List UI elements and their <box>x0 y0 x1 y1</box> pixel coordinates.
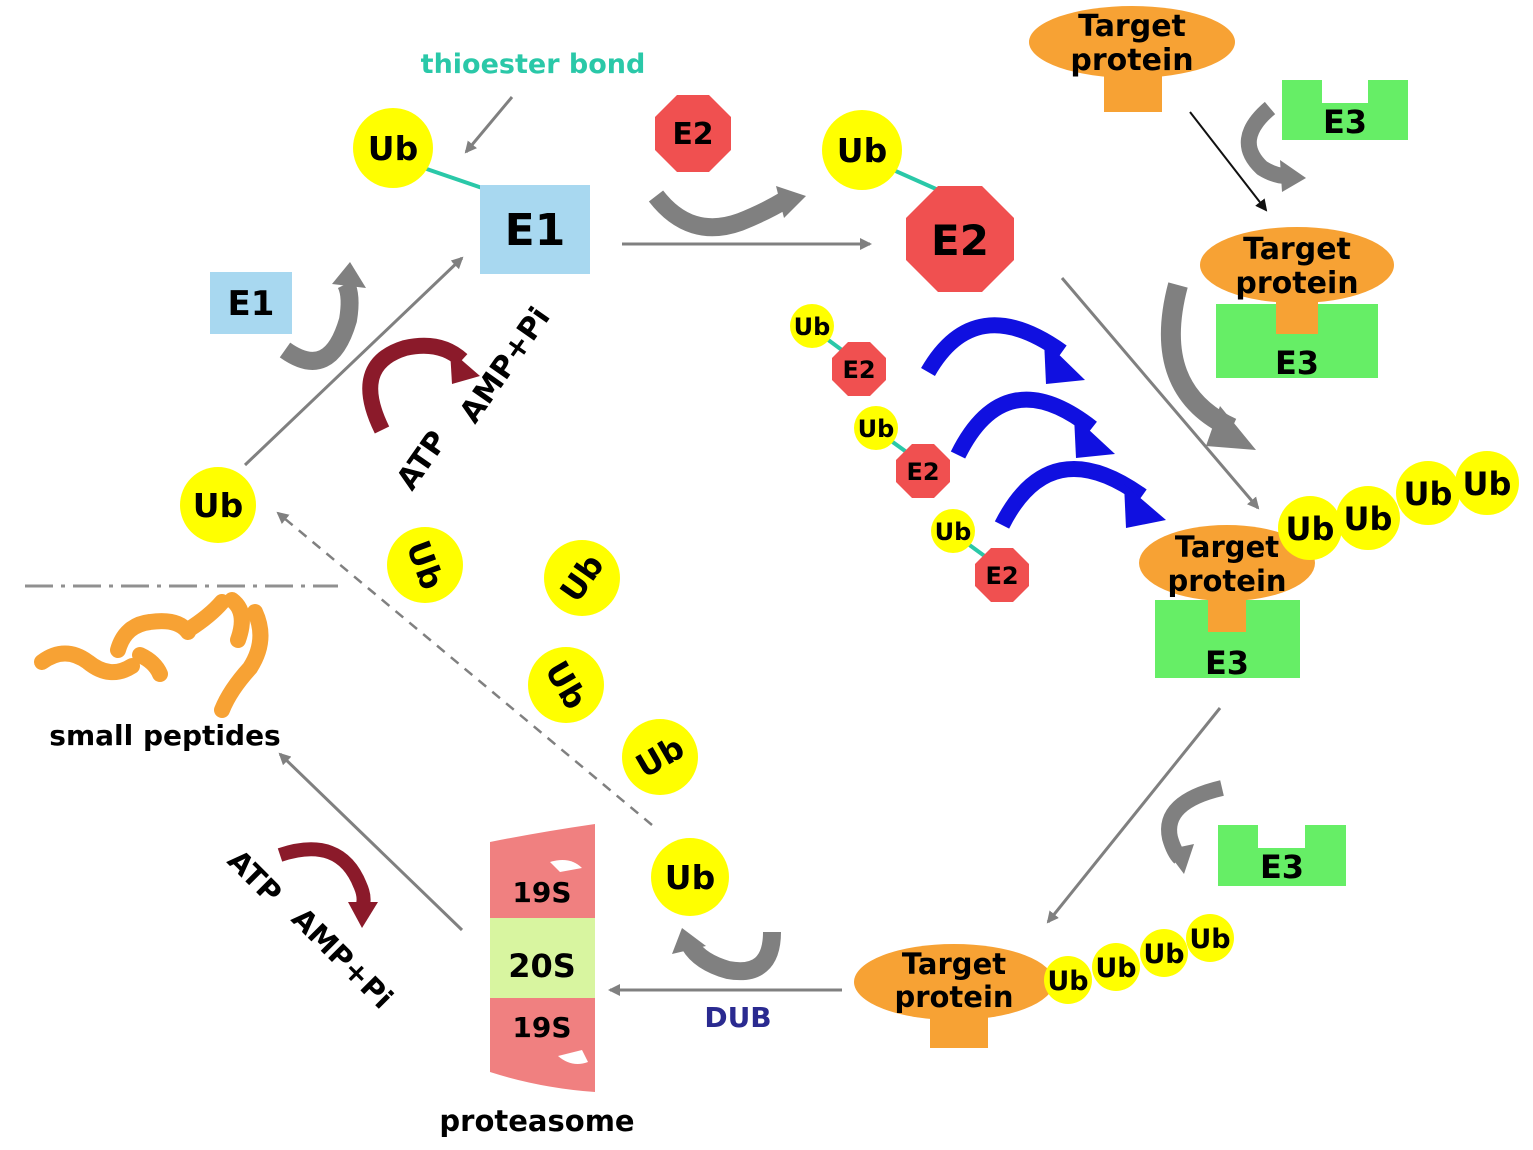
e2-enzyme-main-label: E2 <box>931 216 989 265</box>
ub-e2-pair-1-ub-label: Ub <box>794 313 831 341</box>
arrow-target-to-e3-complex <box>1189 111 1268 212</box>
curved-arrow-dub-icon <box>672 928 781 981</box>
arrow-e2-to-complex <box>1060 277 1260 510</box>
target-protein-free: Target protein <box>1029 6 1235 112</box>
ub-released-dub <box>651 838 729 916</box>
blue-arrow-2-icon <box>950 391 1115 459</box>
ub-e2-pair-1: Ub E2 <box>790 304 886 396</box>
ub-on-e1-label: Ub <box>368 129 418 168</box>
polyub-complex-line1: Target <box>1175 530 1279 564</box>
thioester-bond-e1 <box>417 164 489 192</box>
arrow-complex-to-polyub-target <box>1046 707 1222 924</box>
proteasome-20s-label: 20S <box>508 947 576 985</box>
atp-label-activation: ATP <box>390 425 455 497</box>
e1-enzyme-main <box>480 185 590 274</box>
ub-free-left <box>180 467 256 543</box>
target-e3-complex-e3-label: E3 <box>1275 344 1319 382</box>
ub-e2-pair-3-e2-label: E2 <box>985 562 1018 590</box>
small-peptides-icon <box>34 592 269 718</box>
polyub-complex-ub-1: Ub <box>1286 510 1335 548</box>
ub-on-e2 <box>822 110 902 190</box>
polyub-target-ub-1: Ub <box>1047 966 1088 997</box>
curved-arrow-e2-loading-icon <box>648 186 806 237</box>
blue-arrow-3-icon <box>994 461 1166 529</box>
arrow-thioester-pointer <box>464 96 514 154</box>
ub-on-e1 <box>353 108 433 188</box>
polyub-target-ub-2: Ub <box>1095 953 1136 984</box>
curved-arrow-e3-binding-icon <box>1240 101 1306 192</box>
proteasome-19s-bottom-label: 19S <box>512 1011 571 1044</box>
e2-enzyme-free <box>655 95 731 172</box>
curved-arrow-e1-release-icon <box>279 262 366 370</box>
e1-enzyme-free-label: E1 <box>228 284 275 324</box>
dub-label: DUB <box>704 1001 771 1034</box>
ub-free-left-label: Ub <box>193 486 243 525</box>
thioester-bond-label: thioester bond <box>421 49 646 80</box>
polyub-target-line2: protein <box>894 980 1013 1014</box>
polyub-target-e3-complex: Target protein E3 Ub Ub Ub Ub <box>1139 451 1519 682</box>
polyub-complex-line2: protein <box>1167 564 1286 598</box>
atp-arrow-activation-icon <box>362 337 480 434</box>
e1-enzyme-free <box>210 272 292 334</box>
curved-arrow-ub-transfer-icon <box>1160 282 1256 450</box>
blue-arrow-1-icon <box>921 317 1085 384</box>
arrow-ub-to-e1 <box>243 256 464 467</box>
polyub-target-ub-4: Ub <box>1189 924 1230 955</box>
target-e3-complex: Target protein E3 <box>1200 227 1394 382</box>
target-protein-free-line1: Target <box>1078 9 1186 44</box>
polyub-complex-ub-4: Ub <box>1463 465 1512 503</box>
polyub-target-protein: Target protein Ub Ub Ub Ub <box>854 914 1234 1048</box>
e2-enzyme-free-label: E2 <box>672 117 713 152</box>
amp-label-activation: AMP+Pi <box>453 301 558 430</box>
ub-e2-pair-1-e2-label: E2 <box>842 356 875 384</box>
amp-label-degradation: AMP+Pi <box>285 901 400 1016</box>
target-e3-complex-line2: protein <box>1235 266 1358 301</box>
atp-label-degradation: ATP <box>221 843 288 910</box>
polyub-complex-e3-label: E3 <box>1205 644 1249 682</box>
e1-enzyme-main-label: E1 <box>505 205 566 256</box>
arrow-recycle-ub-dashed <box>276 511 653 826</box>
ub-e2-pair-2: Ub E2 <box>854 406 950 498</box>
polyub-complex-ub-3: Ub <box>1404 475 1453 513</box>
e3-ligase-released: E3 <box>1218 825 1346 886</box>
arrow-proteasome-to-peptides <box>278 752 464 932</box>
atp-arrow-degradation-icon <box>277 842 378 928</box>
target-e3-complex-line1: Target <box>1243 232 1351 267</box>
proteasome: 19S 20S 19S <box>490 824 595 1092</box>
ub-free-rotated-3: Ub <box>528 647 604 723</box>
ub-e2-pair-3: Ub E2 <box>931 509 1029 602</box>
ub-free-rotated-1: Ub <box>387 527 463 603</box>
proteasome-19s-top-label: 19S <box>512 876 571 909</box>
e3-ligase-released-label: E3 <box>1260 848 1304 886</box>
small-peptides-label: small peptides <box>49 719 280 752</box>
ub-free-rotated-4: Ub <box>622 719 698 795</box>
ub-released-dub-label: Ub <box>665 858 715 897</box>
ub-e2-pair-2-ub-label: Ub <box>858 415 895 443</box>
ub-on-e2-label: Ub <box>837 131 887 170</box>
proteasome-label: proteasome <box>439 1104 634 1138</box>
target-protein-free-line2: protein <box>1070 43 1193 78</box>
ub-free-rotated-2: Ub <box>544 540 620 616</box>
e3-ligase-free-top: E3 <box>1282 80 1408 141</box>
e2-enzyme-main <box>906 186 1014 292</box>
e3-ligase-free-top-label: E3 <box>1323 103 1367 141</box>
polyub-target-line1: Target <box>902 947 1006 981</box>
curved-arrow-e3-release-icon <box>1161 780 1224 874</box>
ub-e2-pair-2-e2-label: E2 <box>906 458 939 486</box>
polyub-complex-ub-2: Ub <box>1344 500 1393 538</box>
ub-e2-pair-3-ub-label: Ub <box>935 518 972 546</box>
polyub-target-ub-3: Ub <box>1143 939 1184 970</box>
